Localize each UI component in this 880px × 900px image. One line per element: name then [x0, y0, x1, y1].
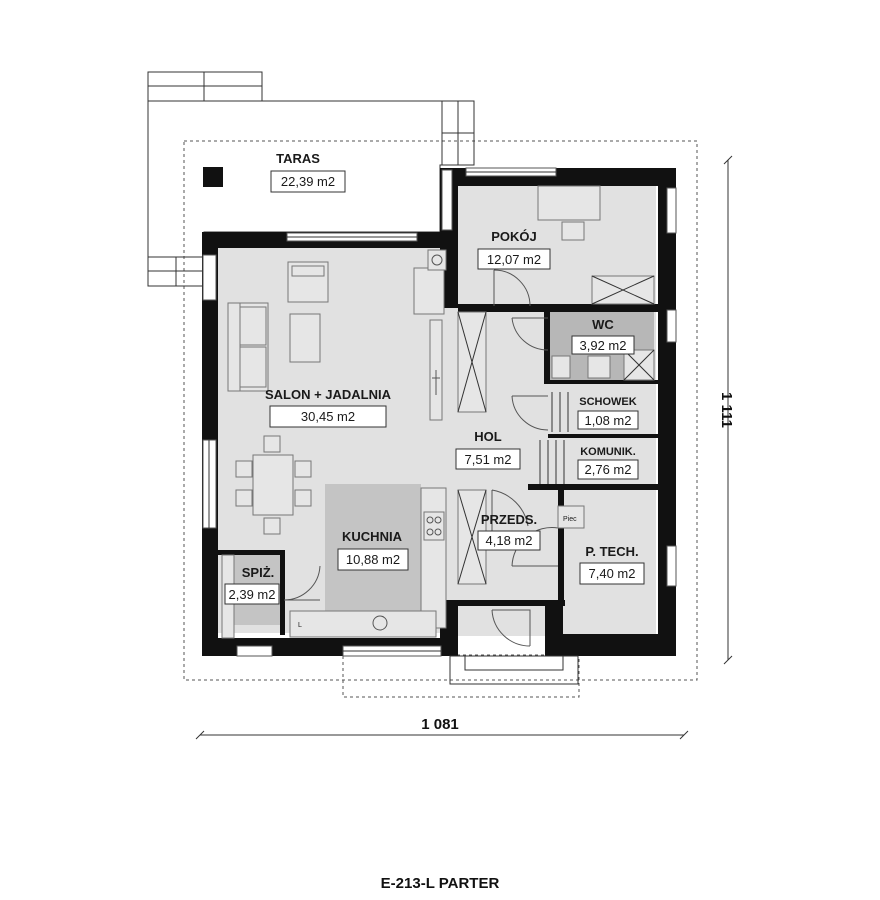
dimension-height-label: 1 111 — [718, 392, 735, 428]
entrance-steps — [449, 655, 579, 685]
room-name-komunik: KOMUNIK. — [580, 446, 636, 458]
room-name-hol: HOL — [474, 429, 502, 444]
doors — [283, 269, 559, 647]
room-name-wc: WC — [592, 317, 614, 332]
room-area-schowek: 1,08 m2 — [585, 413, 632, 428]
room-labels: TARAS 22,39 m2 POKÓJ 12,07 m2 WC 3,92 m2… — [224, 151, 645, 605]
room-area-pokoj: 12,07 m2 — [487, 252, 541, 267]
roof-outline — [183, 140, 698, 698]
room-name-spiz: SPIŻ. — [242, 565, 275, 580]
piec-label: Piec — [563, 516, 577, 523]
room-area-taras: 22,39 m2 — [281, 174, 335, 189]
room-area-wc: 3,92 m2 — [580, 338, 627, 353]
windows — [202, 167, 677, 657]
room-name-kuchnia: KUCHNIA — [342, 529, 403, 544]
room-area-przeds: 4,18 m2 — [486, 533, 533, 548]
dimension-width: 1 081 — [195, 716, 689, 740]
room-area-komunik: 2,76 m2 — [585, 462, 632, 477]
kitchen-fixtures: L — [221, 487, 447, 639]
room-name-przeds: PRZEDS. — [481, 512, 537, 527]
room-area-salon: 30,45 m2 — [301, 409, 355, 424]
dimension-height: 1 111 — [718, 155, 735, 665]
room-area-kuchnia: 10,88 m2 — [346, 552, 400, 567]
dimension-width-label: 1 081 — [421, 716, 459, 733]
plan-caption: E-213-L PARTER — [381, 875, 500, 892]
room-name-schowek: SCHOWEK — [579, 396, 637, 408]
room-name-pokoj: POKÓJ — [491, 229, 537, 244]
l-mark: L — [298, 622, 302, 629]
room-area-hol: 7,51 m2 — [465, 452, 512, 467]
living-furniture — [227, 249, 447, 535]
terrace — [147, 71, 475, 287]
room-area-ptech: 7,40 m2 — [589, 566, 636, 581]
room-name-salon: SALON + JADALNIA — [265, 387, 392, 402]
room-name-ptech: P. TECH. — [585, 544, 638, 559]
room-area-spiz: 2,39 m2 — [229, 587, 276, 602]
room-name-taras: TARAS — [276, 151, 320, 166]
